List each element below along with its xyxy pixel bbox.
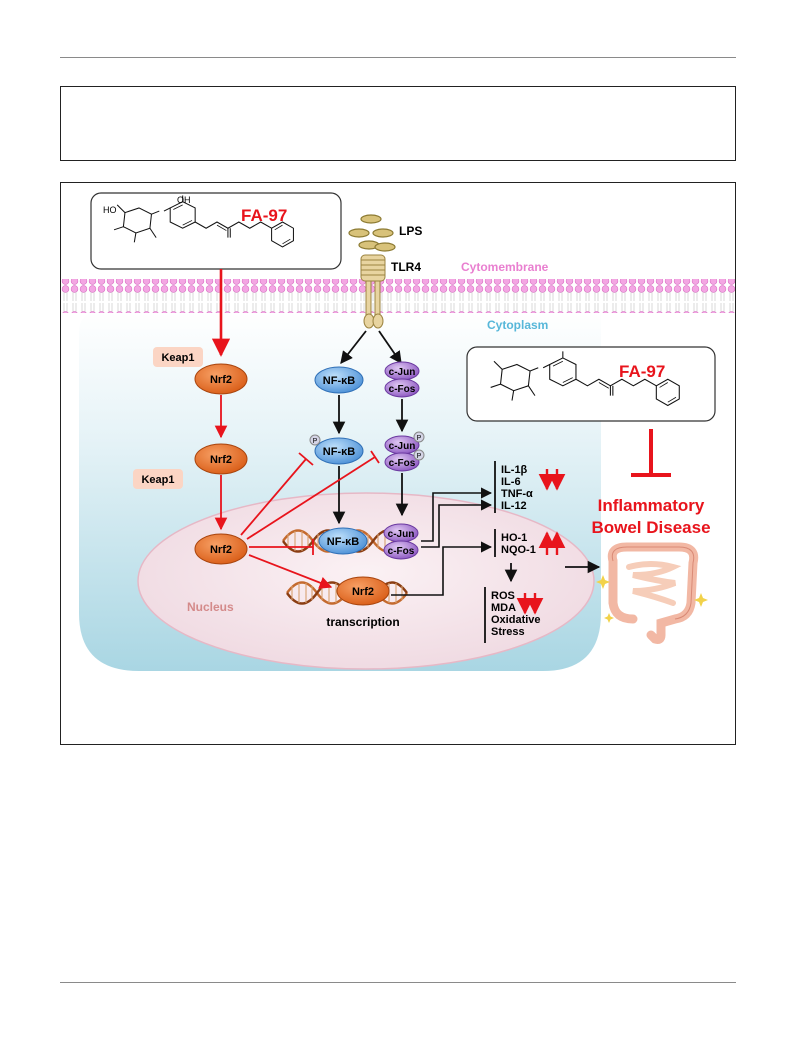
fa97-structure-box-top — [90, 192, 342, 270]
oxidative-1: MDA — [491, 602, 516, 614]
nfkb-label-top: NF-κB — [323, 375, 355, 387]
lps-particles — [348, 214, 396, 252]
cytoplasm-label: Cytoplasm — [487, 318, 548, 332]
fa97-top-oh: OH — [177, 195, 191, 205]
cjun-label-nucleus: c-Jun — [388, 529, 415, 540]
oxidative-2: Oxidative — [491, 614, 541, 626]
oxidative-0: ROS — [491, 590, 515, 602]
p-cfos-node — [384, 452, 420, 472]
cell-membrane — [61, 279, 735, 313]
arrow-to-cytokines — [421, 487, 493, 542]
cytokines-down-arrows — [538, 469, 566, 491]
nrf2-label-nucleus: Nrf2 — [210, 544, 232, 556]
nrf2-node-nucleus — [194, 533, 248, 565]
nfkb-label-nucleus: NF-κB — [327, 536, 359, 548]
cfos-node-nucleus — [383, 540, 419, 560]
fa97-right-label: FA-97 — [619, 362, 665, 381]
figure-panel: Nucleus Cytomembrane Cytoplasm OH HO FA-… — [60, 182, 736, 745]
oxidative-down-arrows — [516, 593, 544, 615]
arrow-tlr4-ap1 — [378, 330, 402, 365]
nrf2-label-transcription: Nrf2 — [352, 586, 374, 598]
p-cjun-label: c-Jun — [389, 441, 416, 452]
p-cfos-phospho-label: P — [417, 453, 422, 460]
footer-rule — [60, 982, 736, 983]
nucleus-label: Nucleus — [187, 600, 234, 614]
pathway-diagram: Nucleus Cytomembrane Cytoplasm OH HO FA-… — [61, 192, 735, 671]
arrow-to-antioxidant — [391, 541, 493, 596]
keap1-label-bottom: Keap1 — [141, 474, 174, 486]
tlr4-label: TLR4 — [391, 260, 421, 274]
arrow-to-cytokines-2 — [421, 499, 493, 548]
cfos-label-nucleus: c-Fos — [388, 546, 415, 557]
fa97-top-ho: HO — [103, 205, 117, 215]
cfos-node-top — [384, 378, 420, 398]
ibd-title-line2: Bowel Disease — [591, 518, 710, 537]
nrf2-inhibitions — [240, 450, 380, 555]
transcription-label: transcription — [326, 615, 399, 629]
p-cfos-label: c-Fos — [389, 458, 416, 469]
cytokine-0: IL-1β — [501, 464, 528, 476]
nrf2-node-1 — [194, 363, 248, 395]
header-rule — [60, 57, 736, 58]
p-nfkb-node — [314, 437, 364, 465]
keap1-box-top — [153, 347, 203, 367]
nfkb-node-nucleus — [318, 527, 368, 555]
nrf2-label-2: Nrf2 — [210, 454, 232, 466]
cytomembrane-label: Cytomembrane — [461, 260, 549, 274]
arrow-tlr4-nfkb — [340, 330, 367, 364]
cytokine-3: IL-12 — [501, 500, 527, 512]
caption-box — [60, 86, 736, 161]
nrf2-label-1: Nrf2 — [210, 374, 232, 386]
keap1-box-bottom — [133, 469, 183, 489]
antioxidant-up-arrows — [538, 531, 566, 555]
p-cfos-phospho — [413, 449, 425, 461]
keap1-label-top: Keap1 — [161, 352, 194, 364]
p-nfkb-phospho — [309, 434, 321, 446]
p-nfkb-phospho-label: P — [313, 438, 318, 445]
cfos-label-top: c-Fos — [389, 384, 416, 395]
fa97-top-label: FA-97 — [241, 206, 287, 225]
oxidative-3: Stress — [491, 626, 525, 638]
nfkb-node-top — [314, 366, 364, 394]
ibd-title-line1: Inflammatory — [598, 496, 705, 515]
arrow-nrf2-transcription — [248, 554, 333, 589]
intestine-illustration — [596, 542, 708, 644]
antioxidant-0: HO-1 — [501, 532, 527, 544]
cjun-label-top: c-Jun — [389, 367, 416, 378]
nrf2-node-2 — [194, 443, 248, 475]
nrf2-node-transcription — [336, 576, 390, 606]
lps-label: LPS — [399, 224, 422, 238]
cytokine-1: IL-6 — [501, 476, 521, 488]
p-nfkb-label: NF-κB — [323, 446, 355, 458]
antioxidant-1: NQO-1 — [501, 544, 536, 556]
tlr4-receptor — [360, 254, 386, 329]
p-cjun-phospho — [413, 431, 425, 443]
cytokine-2: TNF-α — [501, 488, 533, 500]
p-cjun-phospho-label: P — [417, 435, 422, 442]
